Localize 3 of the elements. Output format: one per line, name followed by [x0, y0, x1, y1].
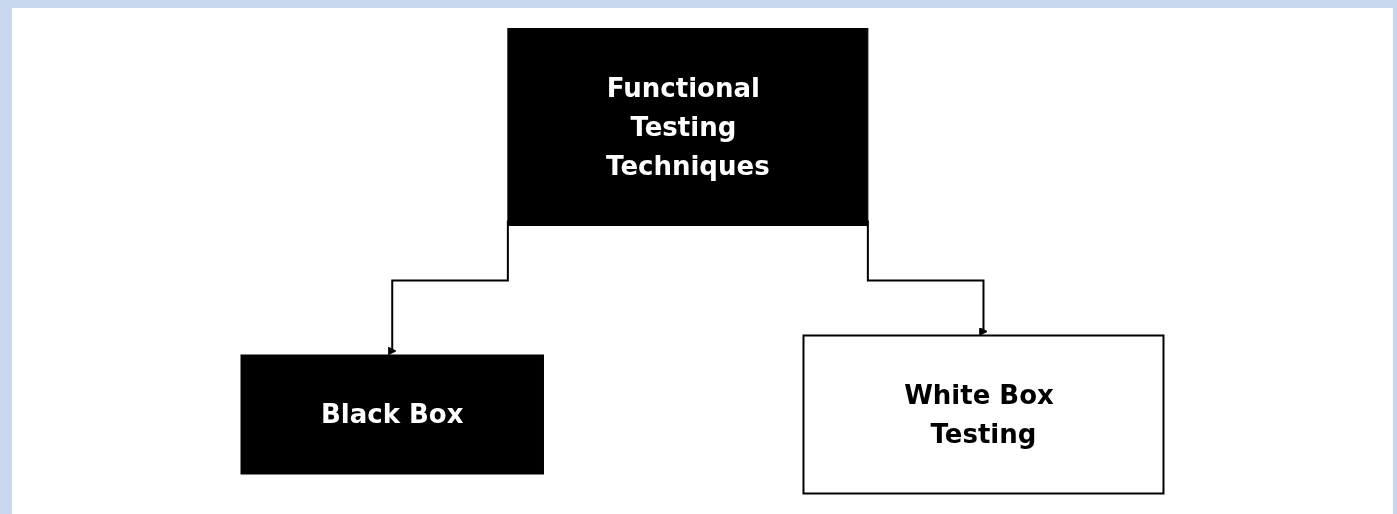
node-box: White Box Testing: [802, 334, 1165, 495]
node-box: Black Box: [240, 354, 545, 475]
node-box: Functional Testing Techniques: [507, 28, 869, 226]
